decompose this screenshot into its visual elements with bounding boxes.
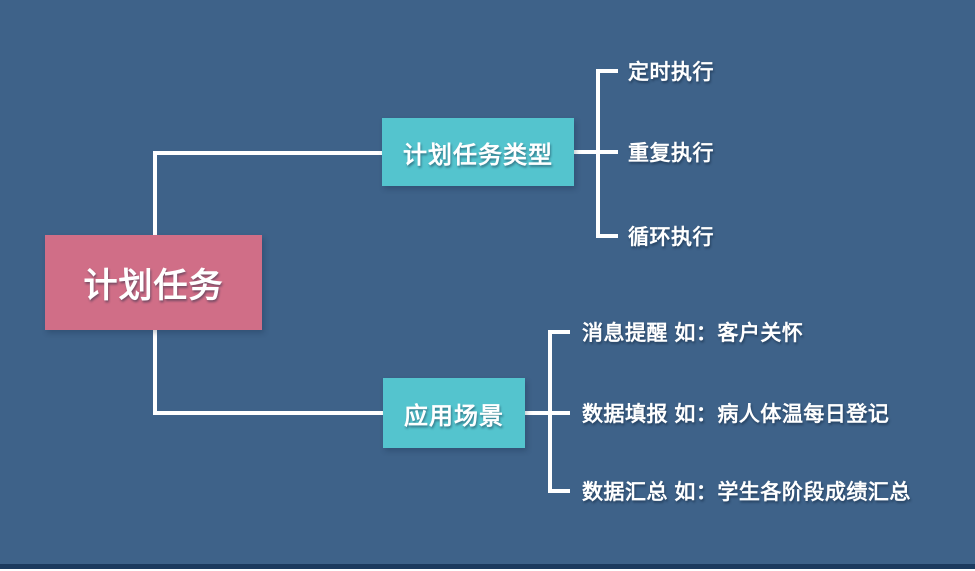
root-node-scheduled-tasks[interactable]: 计划任务 [45, 235, 262, 330]
connector-branch2-leaf2-stub [548, 411, 570, 415]
connector-root-branch2-horizontal [153, 411, 385, 415]
connector-branch2-leaf3-stub [548, 489, 570, 493]
bottom-white-line [0, 569, 975, 571]
connector-root-branch1-horizontal [153, 151, 384, 155]
connector-branch1-out [574, 150, 600, 154]
connector-root-branch1-vertical [153, 151, 157, 237]
branch-node-use-cases[interactable]: 应用场景 [383, 378, 525, 448]
connector-branch2-leaf1-stub [548, 330, 570, 334]
connector-branch1-leaf2-stub [596, 150, 618, 154]
connector-branch1-leaf3-stub [596, 234, 618, 238]
leaf-node-loop-execution[interactable]: 循环执行 [628, 226, 714, 249]
leaf-node-repeated-execution[interactable]: 重复执行 [628, 142, 714, 165]
leaf-node-message-reminder[interactable]: 消息提醒 如：客户关怀 [582, 322, 804, 345]
connector-branch1-leaf1-stub [596, 69, 618, 73]
connector-root-branch2-vertical [153, 330, 157, 415]
leaf-node-data-summary[interactable]: 数据汇总 如：学生各阶段成绩汇总 [582, 481, 911, 504]
connector-branch2-out [525, 411, 552, 415]
leaf-node-timed-execution[interactable]: 定时执行 [628, 61, 714, 84]
bottom-dark-strip [0, 564, 975, 569]
leaf-node-data-entry[interactable]: 数据填报 如：病人体温每日登记 [582, 403, 890, 426]
branch-node-task-types[interactable]: 计划任务类型 [382, 118, 574, 186]
